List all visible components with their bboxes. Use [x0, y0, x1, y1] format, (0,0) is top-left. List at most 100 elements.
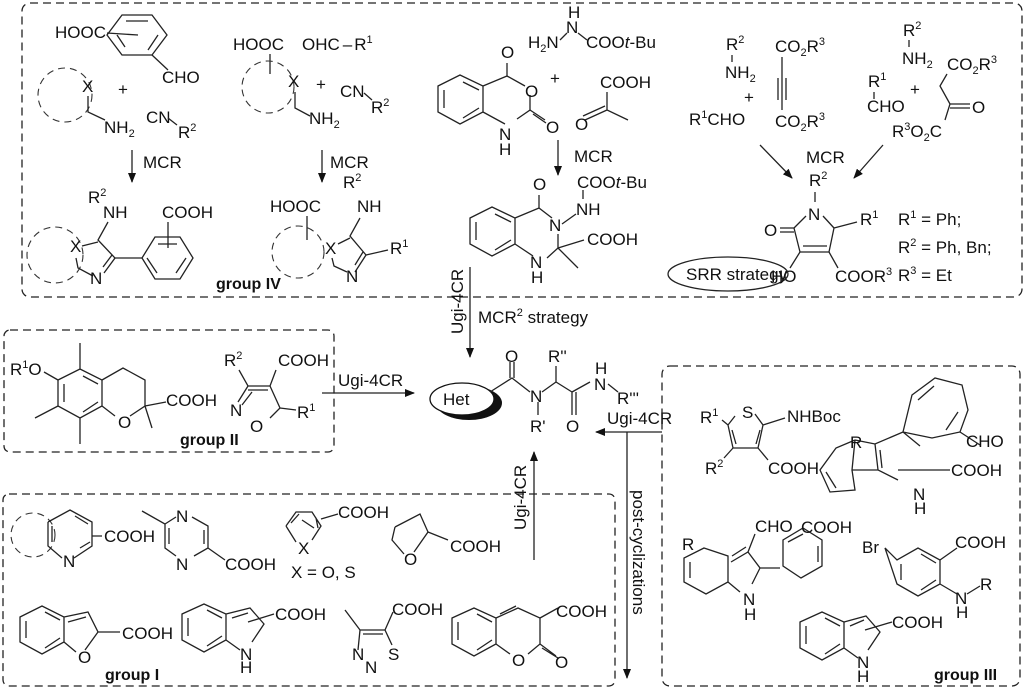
prod-r2: R2	[88, 187, 106, 207]
group-i-label: group I	[105, 667, 159, 684]
x-definition: X = O, S	[291, 563, 356, 582]
pyrrolone-ring	[780, 215, 858, 269]
indole-carboxylic-acid: N H COOH	[181, 603, 326, 677]
right-ugi-label: Ugi-4CR	[607, 409, 672, 428]
group-iv-reaction-3: O O N H O + H H2N N COOt-Bu COOH O MCR O…	[437, 3, 656, 287]
anhydride-o1: O	[501, 43, 514, 62]
pyrazine-n2: N	[176, 555, 188, 574]
hooc-label-2: HOOC	[233, 35, 284, 54]
prod-r2-2: R2	[343, 172, 361, 192]
bottom-ugi-label: Ugi-4CR	[511, 465, 530, 530]
anthranilic-cooh: COOH	[955, 533, 1006, 552]
prod-cooh-3: COOH	[587, 230, 638, 249]
mcr2-strategy-label: MCR2 strategy	[478, 307, 589, 327]
core-r-double-prime: R''	[548, 347, 567, 366]
3-aryl-indole-2-carboxylic-acid: R CHO COOH N H	[819, 377, 1004, 518]
het-ellipse	[429, 382, 495, 416]
group-iv-reaction-1: HOOC CHO X NH2 + CN R2 MCR R2 NH X N	[26, 14, 213, 288]
prod-n-3: N	[549, 216, 561, 235]
thf-o: O	[404, 550, 417, 569]
prod-x: X	[70, 237, 81, 256]
ind2-h: H	[744, 605, 756, 624]
thiadiazole-n1: N	[352, 645, 364, 664]
chroman-o: O	[118, 413, 131, 432]
cho-label: CHO	[162, 68, 200, 87]
anthranilic-h: H	[956, 603, 968, 622]
prod-n-4: N	[808, 205, 820, 224]
anhydride-h: H	[499, 140, 511, 159]
dmad-bottom: CO2R3	[775, 111, 825, 134]
aldehyde-r1: R1	[868, 71, 886, 91]
furan-x: X	[298, 539, 309, 558]
prod-hooc-2: HOOC	[270, 197, 321, 216]
dmad-top: CO2R3	[775, 36, 825, 59]
core-n: N	[530, 387, 542, 406]
core-r-prime: R'	[530, 417, 546, 436]
prod-coor3: COOR3	[835, 266, 892, 286]
thiadiazole-cooh: COOH	[392, 600, 443, 619]
mcr-label: MCR	[143, 153, 182, 172]
mcr-label-3: MCR	[574, 147, 613, 166]
arrow-from-group-ii: Ugi-4CR	[322, 371, 415, 397]
core-r-triple-prime: R'''	[617, 389, 639, 408]
mcr-label-4: MCR	[806, 148, 845, 167]
left-ugi-label: Ugi-4CR	[338, 371, 403, 390]
bromo-anthranilic-acid: Br COOH N H R	[862, 533, 1006, 622]
mcr-arrow-4b	[853, 144, 884, 179]
benzofuran-cooh: COOH	[122, 624, 173, 643]
prod-r1-4: R1	[860, 209, 878, 229]
benzofuran-o: O	[78, 648, 91, 667]
arrow-from-group-iii: Ugi-4CR	[595, 409, 672, 436]
core-nh-h: H	[595, 359, 607, 378]
post-cyclization-arrow: post-cyclizations	[623, 432, 648, 679]
plus-sign-2: +	[316, 75, 326, 94]
ind1-cooh: COOH	[951, 461, 1002, 480]
prod-n-2: N	[346, 267, 358, 286]
group-iv-reaction-4: R2 NH2 + R1CHO CO2R3 CO2R3 R2 NH2 CO2R3 …	[667, 20, 997, 292]
pyrazine-cooh: COOH	[225, 555, 276, 574]
x-label-2: X	[288, 72, 299, 91]
amine-nh2: NH2	[725, 63, 756, 85]
pyridine-cooh: COOH	[104, 527, 155, 546]
het-label: Het	[443, 390, 470, 409]
arrow-from-group-iv: Ugi-4CR MCR2 strategy	[448, 267, 589, 358]
ind2-cooh: COOH	[801, 518, 852, 537]
prod-r2-4: R2	[809, 170, 827, 190]
prod-r1-2: R1	[390, 238, 408, 258]
ind1-r: R	[850, 433, 862, 452]
r1cho-label: R1CHO	[689, 109, 745, 129]
prod-nh-2: NH	[357, 197, 382, 216]
prod-coot-3: COOt-Bu	[577, 173, 647, 192]
prod-nh-3: NH	[576, 200, 601, 219]
ind1-cho: CHO	[966, 432, 1004, 451]
plus-sign-4: +	[744, 88, 754, 107]
ind1-h: H	[914, 499, 926, 518]
group-i-box: group I N COOH N N COOH X COOH X = O, S …	[2, 493, 616, 687]
fused-ring-placeholder-2	[26, 226, 84, 284]
thiophene-nhboc: NHBoc	[787, 407, 841, 426]
r-definition-3: R3 = Et	[898, 265, 952, 285]
indole-cooh: COOH	[275, 605, 326, 624]
pyruvic-cooh: COOH	[600, 73, 651, 92]
isoxazole-ring	[237, 369, 297, 419]
ind2-r: R	[682, 535, 694, 554]
ind3-cooh: COOH	[892, 613, 943, 632]
hydrazine-coot: COOt-Bu	[586, 33, 656, 52]
r-definition-2: R2 = Ph, Bn;	[898, 237, 992, 257]
r-definition-1: R1 = Ph;	[898, 209, 961, 229]
keto-co2r3: CO2R3	[947, 54, 997, 77]
hydrazine-n: N	[566, 18, 578, 37]
isoxazole-n: N	[230, 401, 242, 420]
isatoic-anhydride	[437, 74, 531, 125]
pyridine-carboxylic-acid: N COOH	[10, 509, 155, 571]
indole-carboxylic-acid-iii: N H COOH	[799, 611, 943, 686]
bromo-label: Br	[862, 538, 879, 557]
isocyanide-label: CN	[146, 108, 171, 127]
isoxazole-r1: R1	[297, 402, 315, 422]
r3o2c-label: R3O2C	[892, 121, 942, 144]
aldehyde-cho: CHO	[867, 97, 905, 116]
thiophene-r2: R2	[705, 458, 723, 478]
coumarin-carboxylic-acid: O O COOH	[451, 602, 607, 672]
fused-ring-placeholder-3	[241, 60, 295, 114]
thiophene-cooh: COOH	[768, 459, 819, 478]
